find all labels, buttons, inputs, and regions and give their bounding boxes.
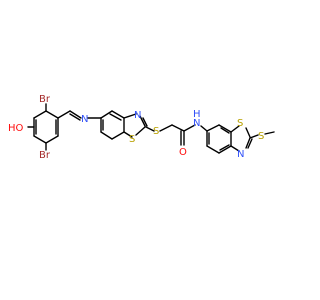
atom-n-thiazole-right: N xyxy=(237,149,244,160)
atom-h-amide: H xyxy=(193,109,201,120)
bond-lines xyxy=(27,103,275,154)
atom-n-imine: N xyxy=(81,114,88,125)
atom-s-methylthio: S xyxy=(258,131,264,142)
atom-s-thioether: S xyxy=(153,126,159,137)
atom-br-bottom: Br xyxy=(39,150,51,161)
atom-s-thiazole-right: S xyxy=(237,118,243,129)
atom-o-carbonyl: O xyxy=(179,147,187,158)
molecule-structure: Br Br HO N N S S O N H S N S xyxy=(8,94,275,161)
atom-labels: Br Br HO N N S S O N H S N S xyxy=(8,94,264,161)
atom-hydroxyl: HO xyxy=(8,123,24,134)
atom-br-top: Br xyxy=(39,94,51,105)
atom-s-thiazole-left: S xyxy=(129,134,135,145)
atom-n-amide: N xyxy=(193,118,200,129)
atom-n-thiazole-left: N xyxy=(134,110,141,121)
